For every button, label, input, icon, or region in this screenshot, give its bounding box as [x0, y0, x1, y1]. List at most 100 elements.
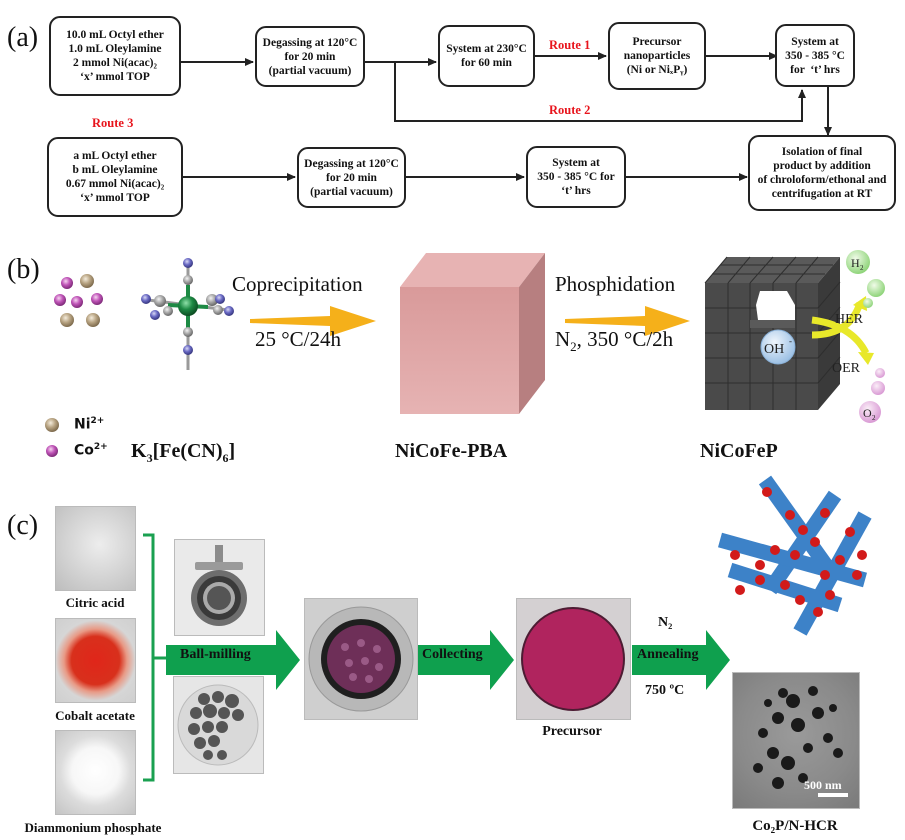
reagent-bracket [143, 533, 166, 782]
ion-name: Ni [74, 416, 91, 433]
box-line: for 60 min [461, 57, 512, 69]
box-line: a mL Octyl ether [73, 150, 157, 162]
panel-c-label: (c) [7, 510, 39, 541]
tem-image [732, 672, 860, 809]
box-line: ‘x’ mmol TOP [80, 71, 150, 83]
box-line: centrifugation at RT [771, 188, 873, 200]
box-line: Isolation of final [781, 146, 863, 158]
o2-label: O [863, 406, 872, 420]
panel-b-graphics: OH - HER OER H 2 O 2 [45, 250, 885, 457]
hydroxide-charge: - [789, 336, 792, 346]
phosphidation-label: Phosphidation [555, 272, 676, 296]
co-legend-dot [46, 445, 58, 457]
flow-box-precursor-nanoparticles: Precursor nanoparticles (Ni or NiₓPᵧ) [608, 22, 706, 90]
milling-balls-icon [177, 684, 259, 766]
text-part: [Fe(CN) [152, 440, 223, 462]
box-line: Precursor [632, 36, 682, 48]
citric-acid-label: Citric acid [65, 595, 125, 610]
box-line: 2 mmol Ni(acac)₂ [73, 57, 157, 69]
annealing-temperature-label: 750 ºC [645, 683, 685, 698]
scale-bar-label: 500 nm [804, 778, 842, 792]
coprecipitation-conditions: 25 °C/24h [255, 327, 341, 351]
coprecipitation-arrow [250, 306, 376, 336]
box-line: product by addition [773, 160, 871, 172]
ion-name: Co [74, 442, 94, 459]
oer-arrow-icon [811, 316, 870, 355]
text-part: N [555, 327, 571, 351]
text-part: ] [228, 440, 236, 462]
ball-mill-jar-photo [174, 539, 265, 636]
annealing-arrow [632, 630, 730, 690]
box-line: of chroloform/ethonal and [757, 174, 887, 186]
flow-box-start-route12: 10.0 mL Octyl ether 1.0 mL Oleylamine 2 … [49, 16, 181, 96]
route-2-label: Route 2 [549, 103, 591, 117]
ball-mill-jar-icon [191, 545, 247, 626]
hydroxide-sphere-icon [760, 329, 796, 365]
flow-box-system-230: System at 230°C for 60 min [438, 25, 535, 87]
her-label: HER [835, 312, 864, 327]
box-line: for ‘t’ hrs [790, 63, 840, 76]
reagent-formula: K3[Fe(CN)6] [131, 440, 235, 466]
phosphidation-arrow [565, 306, 690, 336]
cobalt-acetate-photo [55, 618, 136, 703]
product-co2p-label: Co₂P/N-HCR [752, 818, 838, 834]
text-sub: 2 [570, 339, 577, 355]
diammonium-phosphate-photo [55, 730, 136, 815]
coprecipitation-label: Coprecipitation [232, 272, 363, 296]
text-sub: 6 [222, 451, 229, 465]
ball-milling-arrow [166, 630, 300, 690]
h2-label: H [851, 256, 860, 270]
collecting-arrow [418, 630, 514, 690]
box-line: (partial vacuum) [268, 64, 352, 77]
flow-box-start-route3: a mL Octyl ether b mL Oleylamine 0.67 mm… [47, 137, 183, 217]
arrow-route2 [394, 62, 806, 122]
ion-charge: 2+ [93, 442, 108, 452]
tube-network-icon [718, 475, 872, 636]
route-3-label: Route 3 [92, 116, 134, 130]
panel-b-label: (b) [7, 254, 40, 285]
milling-balls-photo [173, 676, 264, 774]
box-line: 1.0 mL Oleylamine [68, 43, 162, 55]
box-line: 10.0 mL Octyl ether [66, 29, 164, 41]
phosphidation-conditions: N2, 350 °C/2h [555, 327, 673, 355]
precursor-label: Precursor [542, 724, 602, 739]
hydroxide-label: OH [764, 342, 784, 357]
box-line: ‘t’ hrs [561, 185, 591, 197]
ion-charge: 2+ [90, 416, 105, 426]
milled-product-icon [308, 606, 414, 712]
box-line: nanoparticles [623, 50, 691, 62]
box-line: (Ni or NiₓPᵧ) [626, 64, 688, 76]
collecting-label: Collecting [422, 647, 483, 662]
box-line: Degassing at 120°C [262, 36, 358, 49]
ball-milling-label: Ball-milling [180, 647, 251, 662]
box-line: System at [552, 157, 600, 169]
panel-a-label: (a) [7, 22, 39, 53]
ni-legend-label: Ni2+ [74, 416, 104, 433]
box-line: 350 - 385 °C for [537, 171, 615, 183]
text-part: K [131, 440, 147, 462]
flow-box-degassing-1: Degassing at 120°C for 20 min (partial v… [255, 26, 365, 87]
product-label: NiCoFeP [700, 440, 778, 462]
citric-acid-photo [55, 506, 136, 591]
annealing-gas-label: N₂ [658, 615, 673, 630]
text-part: , 350 °C/2h [576, 327, 674, 351]
box-line: for 20 min [284, 50, 336, 63]
intermediate-label: NiCoFe-PBA [395, 440, 508, 462]
box-line: for 20 min [326, 171, 377, 184]
co-legend-label: Co2+ [74, 442, 108, 459]
box-line: b mL Oleylamine [72, 164, 158, 176]
pba-cube-icon [400, 253, 545, 414]
box-line: System at 230°C [446, 43, 527, 55]
box-line: System at [791, 35, 839, 48]
flow-box-degassing-3: Degassing at 120°C for 20 min (partial v… [297, 147, 406, 208]
annealing-label: Annealing [637, 647, 699, 662]
text-sub: 3 [146, 451, 153, 465]
diammonium-phosphate-label: Diammonium phosphate [24, 820, 162, 835]
box-line: (partial vacuum) [310, 185, 393, 198]
o2-subscript: 2 [872, 414, 876, 422]
ion-cluster [54, 274, 103, 327]
precursor-dish-icon [521, 607, 625, 711]
cobalt-acetate-label: Cobalt acetate [55, 708, 135, 723]
box-line: ‘x’ mmol TOP [80, 192, 150, 204]
flow-box-system-350-route3: System at 350 - 385 °C for ‘t’ hrs [526, 146, 626, 208]
